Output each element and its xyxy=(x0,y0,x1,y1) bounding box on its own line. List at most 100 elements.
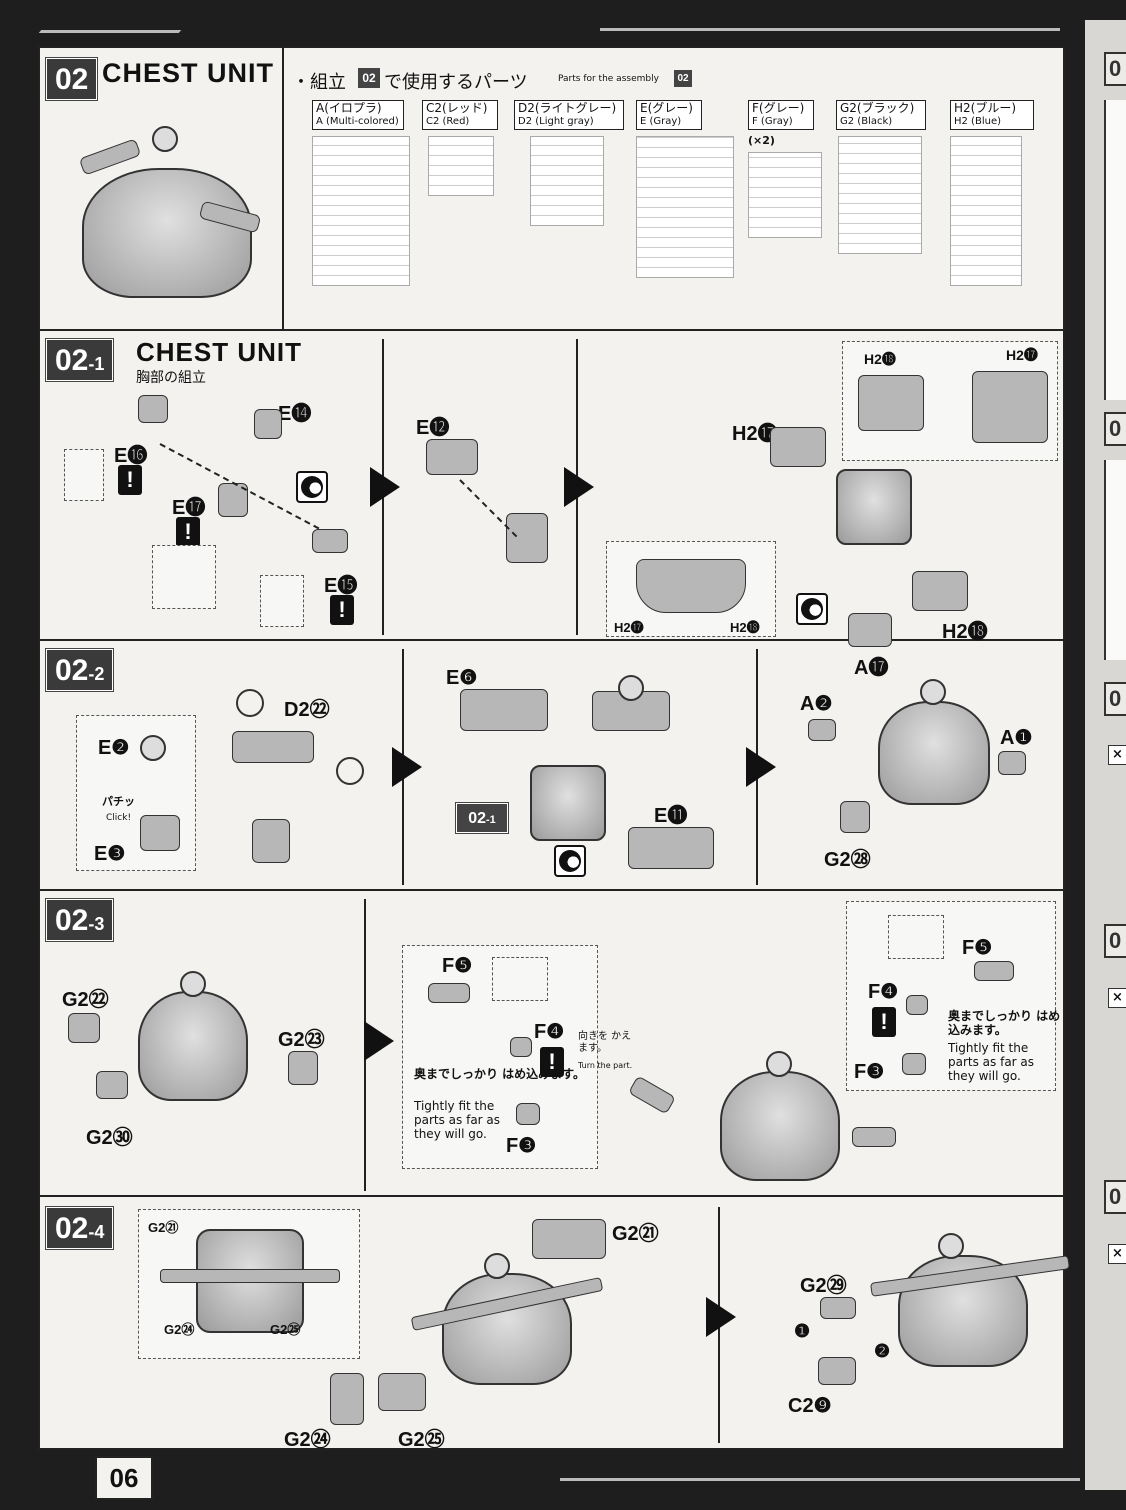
caution-icon: ! xyxy=(540,1047,564,1077)
part-label: G2㉕ xyxy=(398,1429,445,1451)
detail-box xyxy=(846,901,1056,1091)
part-F5 xyxy=(428,983,470,1003)
part-C2-9 xyxy=(818,1357,856,1385)
chest-unit-progress xyxy=(138,991,248,1101)
part-label: H2⓲ xyxy=(864,351,896,367)
part-A2 xyxy=(808,719,836,741)
part-E12 xyxy=(426,439,478,475)
part-H2-18 xyxy=(912,571,968,611)
runner-name-jp: C2(レッド) xyxy=(426,101,488,115)
next-arrow xyxy=(364,1021,394,1061)
runner-E-sprue xyxy=(636,136,734,278)
adjacent-x-icon: × xyxy=(1108,745,1126,765)
adjacent-panel xyxy=(1104,460,1126,660)
bottom-decor-line xyxy=(560,1478,1080,1481)
part-E16 xyxy=(138,395,168,423)
part-label: E⓯ xyxy=(324,575,358,597)
runner-D2-header: D2(ライトグレー)D2 (Light gray) xyxy=(514,100,624,130)
part-label: H2⓱ xyxy=(614,620,644,635)
part-label: E❸ xyxy=(94,843,126,865)
section-parts-overview: 02 CHEST UNIT ・組立 02 で使用するパーツ Parts for … xyxy=(40,48,1063,331)
detail-box xyxy=(492,957,548,1001)
runner-name-jp: D2(ライトグレー) xyxy=(518,101,617,115)
part-label: F❸ xyxy=(854,1061,885,1083)
top-decor-line xyxy=(38,30,182,33)
step-marker: ❷ xyxy=(874,1341,891,1361)
turn-note-en: Turn the part. xyxy=(578,1061,633,1070)
neck-joint xyxy=(766,1051,792,1077)
part-E6 xyxy=(460,689,548,731)
step-badge-sub: -3 xyxy=(88,914,105,934)
adjacent-x-icon: × xyxy=(1108,1244,1126,1264)
part-G2-24 xyxy=(330,1373,364,1425)
fit-note-en: Tightly fit the parts as far as they wil… xyxy=(948,1041,1035,1083)
fit-note-jp: 奥までしっかり はめ込みます。 xyxy=(948,1009,1061,1037)
part-label: H2⓱ xyxy=(732,423,778,445)
neck-joint xyxy=(920,679,946,705)
part-label: E❻ xyxy=(446,667,478,689)
part-label: G2㉔ xyxy=(164,1322,195,1337)
step-badge-sub: -1 xyxy=(88,354,105,374)
adjacent-panel xyxy=(1104,100,1126,400)
part-D2-22 xyxy=(232,731,314,763)
part-label: G2㉘ xyxy=(824,849,871,871)
runner-name-jp: H2(ブルー) xyxy=(954,101,1017,115)
runner-name-en: C2 (Red) xyxy=(426,116,470,127)
adjacent-step-number: 0 xyxy=(1104,924,1126,958)
part-label: F❹ xyxy=(534,1021,565,1043)
part-label: F❺ xyxy=(962,937,993,959)
detail-box xyxy=(888,915,944,959)
runner-C2-header: C2(レッド)C2 (Red) xyxy=(422,100,498,130)
part-G2-30 xyxy=(96,1071,128,1099)
chest-unit-joint xyxy=(152,126,178,152)
part-F3 xyxy=(516,1103,540,1125)
caution-icon: ! xyxy=(118,465,142,495)
part-G2-29 xyxy=(820,1297,856,1319)
step-badge: 02-4 xyxy=(44,1206,115,1250)
next-arrow xyxy=(564,467,594,507)
page-number: 06 xyxy=(95,1456,153,1500)
section-title: CHEST UNIT xyxy=(102,58,274,88)
part-G2-23 xyxy=(288,1051,318,1085)
fit-note-en: Tightly fit the parts as far as they wil… xyxy=(414,1099,501,1141)
runner-F-quantity: (×2) xyxy=(748,134,775,147)
part-E15 xyxy=(312,529,348,553)
neck-joint xyxy=(938,1233,964,1259)
part-G2-21 xyxy=(532,1219,606,1259)
step-title: CHEST UNIT xyxy=(136,337,302,367)
part-label: E⓮ xyxy=(278,403,312,425)
runner-C2-sprue xyxy=(428,136,494,196)
part-A17 xyxy=(848,613,892,647)
neck-joint xyxy=(484,1253,510,1279)
next-arrow xyxy=(370,467,400,507)
caution-icon: ! xyxy=(330,595,354,625)
step-02-3: 02-3 G2㉒ G2㉓ G2㉚ F❺ F❹ ! 奥までしっかり はめ込みます。… xyxy=(40,891,1063,1197)
chest-side-detail xyxy=(972,371,1048,443)
gate-cut-icon xyxy=(296,471,328,503)
adjacent-step-number: 0 xyxy=(1104,52,1126,86)
part-label: G2㉑ xyxy=(612,1223,659,1245)
assembled-joint xyxy=(252,819,290,863)
runner-name-jp: F(グレー) xyxy=(752,101,805,115)
part-label: D2㉒ xyxy=(284,699,330,721)
runner-name-jp: A(イロプラ) xyxy=(316,101,382,115)
gate-cut-icon xyxy=(554,845,586,877)
step-02-4: 02-4 G2㉑ G2㉔ G2㉕ G2㉑ G2㉔ G2㉕ G2㉙ ❶ ❷ C2❾ xyxy=(40,1197,1071,1451)
part-H2-17 xyxy=(770,427,826,467)
runner-name-jp: G2(ブラック) xyxy=(840,101,915,115)
part-label: G2㉒ xyxy=(62,989,109,1011)
part-label: A❶ xyxy=(1000,727,1033,749)
f-assembly xyxy=(852,1127,896,1147)
part-label: A⓱ xyxy=(854,657,889,679)
runner-name-en: E (Gray) xyxy=(640,116,682,127)
part-label: E⓬ xyxy=(416,417,450,439)
neck-joint xyxy=(180,971,206,997)
part-label: F❹ xyxy=(868,981,899,1003)
chest-core-part xyxy=(506,513,548,563)
part-label: G2㉙ xyxy=(800,1275,847,1297)
step-02-2: 02-2 E❷ パチッ Click! E❸ D2㉒ E❻ 02-1 E⓫ xyxy=(40,641,1063,891)
runner-F-header: F(グレー)F (Gray) xyxy=(748,100,814,130)
part-F4 xyxy=(510,1037,532,1057)
part-label: H2⓲ xyxy=(942,621,988,643)
runner-name-en: A (Multi-colored) xyxy=(316,116,399,127)
